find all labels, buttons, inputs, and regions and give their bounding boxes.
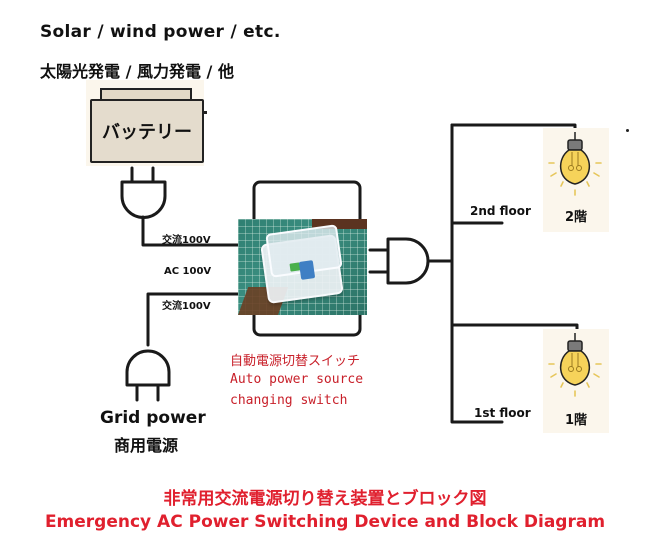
switch-label-jp: 自動電源切替スイッチ [230, 354, 361, 369]
battery: バッテリー [90, 99, 204, 163]
battery-cap [100, 88, 192, 100]
first-floor-label-en: 1st floor [474, 406, 531, 420]
relay-module [298, 260, 316, 280]
grid-power-label-jp: 商用電源 [114, 436, 179, 455]
table-edge [312, 219, 367, 229]
light-bulb-icon [548, 132, 602, 196]
battery-wire [141, 215, 242, 247]
first-floor-label-jp: 1階 [565, 413, 588, 428]
distribution-trunk [450, 123, 504, 424]
second-floor-label-jp: 2階 [565, 210, 588, 225]
battery-label: バッテリー [102, 122, 192, 143]
source-title-en: Solar / wind power / etc. [40, 22, 281, 42]
output-plug-body [386, 237, 430, 285]
light-bulb-icon [548, 333, 602, 397]
first-floor-bulb-panel: 1階 [543, 329, 609, 433]
grid-wire [146, 292, 242, 347]
battery-terminal [202, 111, 207, 114]
second-floor-label-en: 2nd floor [470, 204, 531, 218]
second-floor-bulb-panel: 2階 [543, 128, 609, 232]
source-title-jp: 太陽光発電 / 風力発電 / 他 [40, 62, 234, 81]
grid-power-label-en: Grid power [100, 408, 206, 428]
diagram-title-jp: 非常用交流電源切り替え装置とブロック図 [163, 489, 487, 509]
switch-device-photo [238, 219, 367, 315]
battery-plug-body [120, 180, 167, 219]
diagram-title-en: Emergency AC Power Switching Device and … [44, 512, 606, 532]
stray-dot [626, 129, 629, 132]
upper-ac-label: 交流100V [162, 235, 211, 246]
middle-ac-label: AC 100V [164, 266, 212, 277]
switch-label-en-line2: changing switch [230, 393, 348, 408]
lower-ac-label: 交流100V [162, 301, 211, 312]
switch-label-en-line1: Auto power source [230, 372, 364, 387]
grid-plug-body [125, 349, 171, 387]
